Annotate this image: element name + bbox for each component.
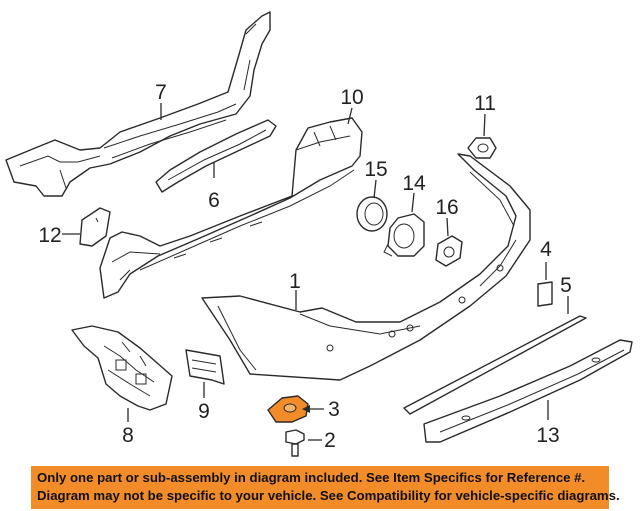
callout-2: 2 [324, 429, 336, 452]
disclaimer-line-1: Only one part or sub-assembly in diagram… [37, 470, 586, 485]
callout-10: 10 [340, 86, 363, 109]
callout-8: 8 [122, 424, 134, 447]
disclaimer-banner: Only one part or sub-assembly in diagram… [31, 466, 620, 509]
callout-12: 12 [38, 224, 61, 247]
part-12-plate [79, 207, 111, 247]
part-4-bracket [537, 281, 553, 307]
part-6-bracket-strip [155, 119, 277, 193]
callout-1: 1 [289, 270, 301, 293]
callout-9: 9 [198, 400, 210, 423]
callout-13: 13 [536, 424, 559, 447]
callout-15: 15 [364, 158, 387, 181]
part-11-nut [467, 137, 497, 159]
part-7-reinforcement-cover [5, 11, 271, 197]
leader-lines [62, 103, 569, 441]
part-1-bumper-cover [201, 153, 531, 381]
part-13-lower-valance [423, 339, 633, 443]
part-15-grommet [356, 196, 388, 232]
callout-5: 5 [560, 274, 572, 297]
callout-16: 16 [435, 196, 458, 219]
callout-3: 3 [328, 398, 340, 421]
callout-6: 6 [208, 189, 220, 212]
part-8-side-bracket [71, 325, 173, 411]
part-14-sensor [383, 213, 425, 257]
callout-11: 11 [474, 92, 496, 115]
part-2-bolt [285, 429, 305, 457]
callout-4: 4 [540, 238, 552, 261]
part-5-molding-strip [403, 315, 587, 415]
callout-7: 7 [155, 81, 167, 104]
part-9-reflector [185, 349, 225, 385]
callout-labels: 1 2 3 4 5 6 7 8 9 10 11 12 13 14 15 16 [38, 81, 572, 452]
disclaimer-line-2: Diagram may not be specific to your vehi… [37, 488, 620, 503]
part-10-reinforcement-bar [99, 117, 363, 299]
callout-14: 14 [402, 172, 426, 195]
part-16-sensor-bracket [435, 235, 463, 267]
